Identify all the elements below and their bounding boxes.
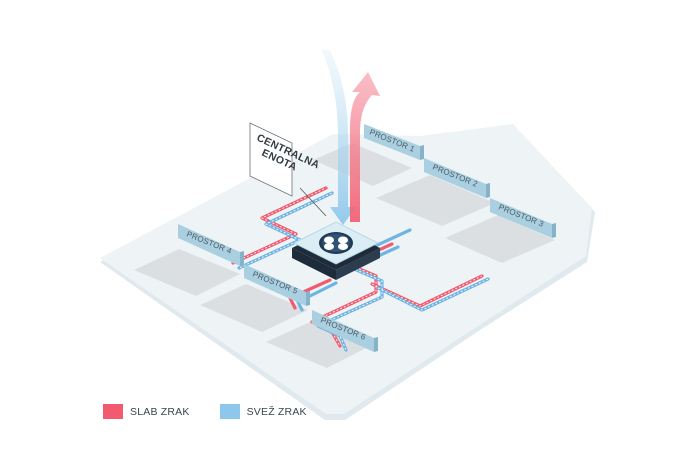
- room-blocks: [134, 143, 555, 368]
- legend-exhaust-label: SLAB ZRAK: [130, 405, 190, 418]
- exhaust-swatch: [103, 404, 123, 419]
- fresh-air-inlet-arrow: [322, 50, 356, 225]
- legend: SLAB ZRAK SVEŽ ZRAK: [103, 404, 337, 419]
- legend-item-fresh: SVEŽ ZRAK: [219, 404, 307, 419]
- exhaust-outlet-arrow: [350, 72, 380, 222]
- central-unit: [292, 221, 380, 280]
- legend-item-exhaust: SLAB ZRAK: [103, 404, 190, 419]
- fan-icon: [319, 232, 353, 254]
- legend-fresh-label: SVEŽ ZRAK: [246, 405, 307, 418]
- fresh-duct-dashes: [238, 192, 489, 351]
- fresh-swatch: [219, 404, 240, 419]
